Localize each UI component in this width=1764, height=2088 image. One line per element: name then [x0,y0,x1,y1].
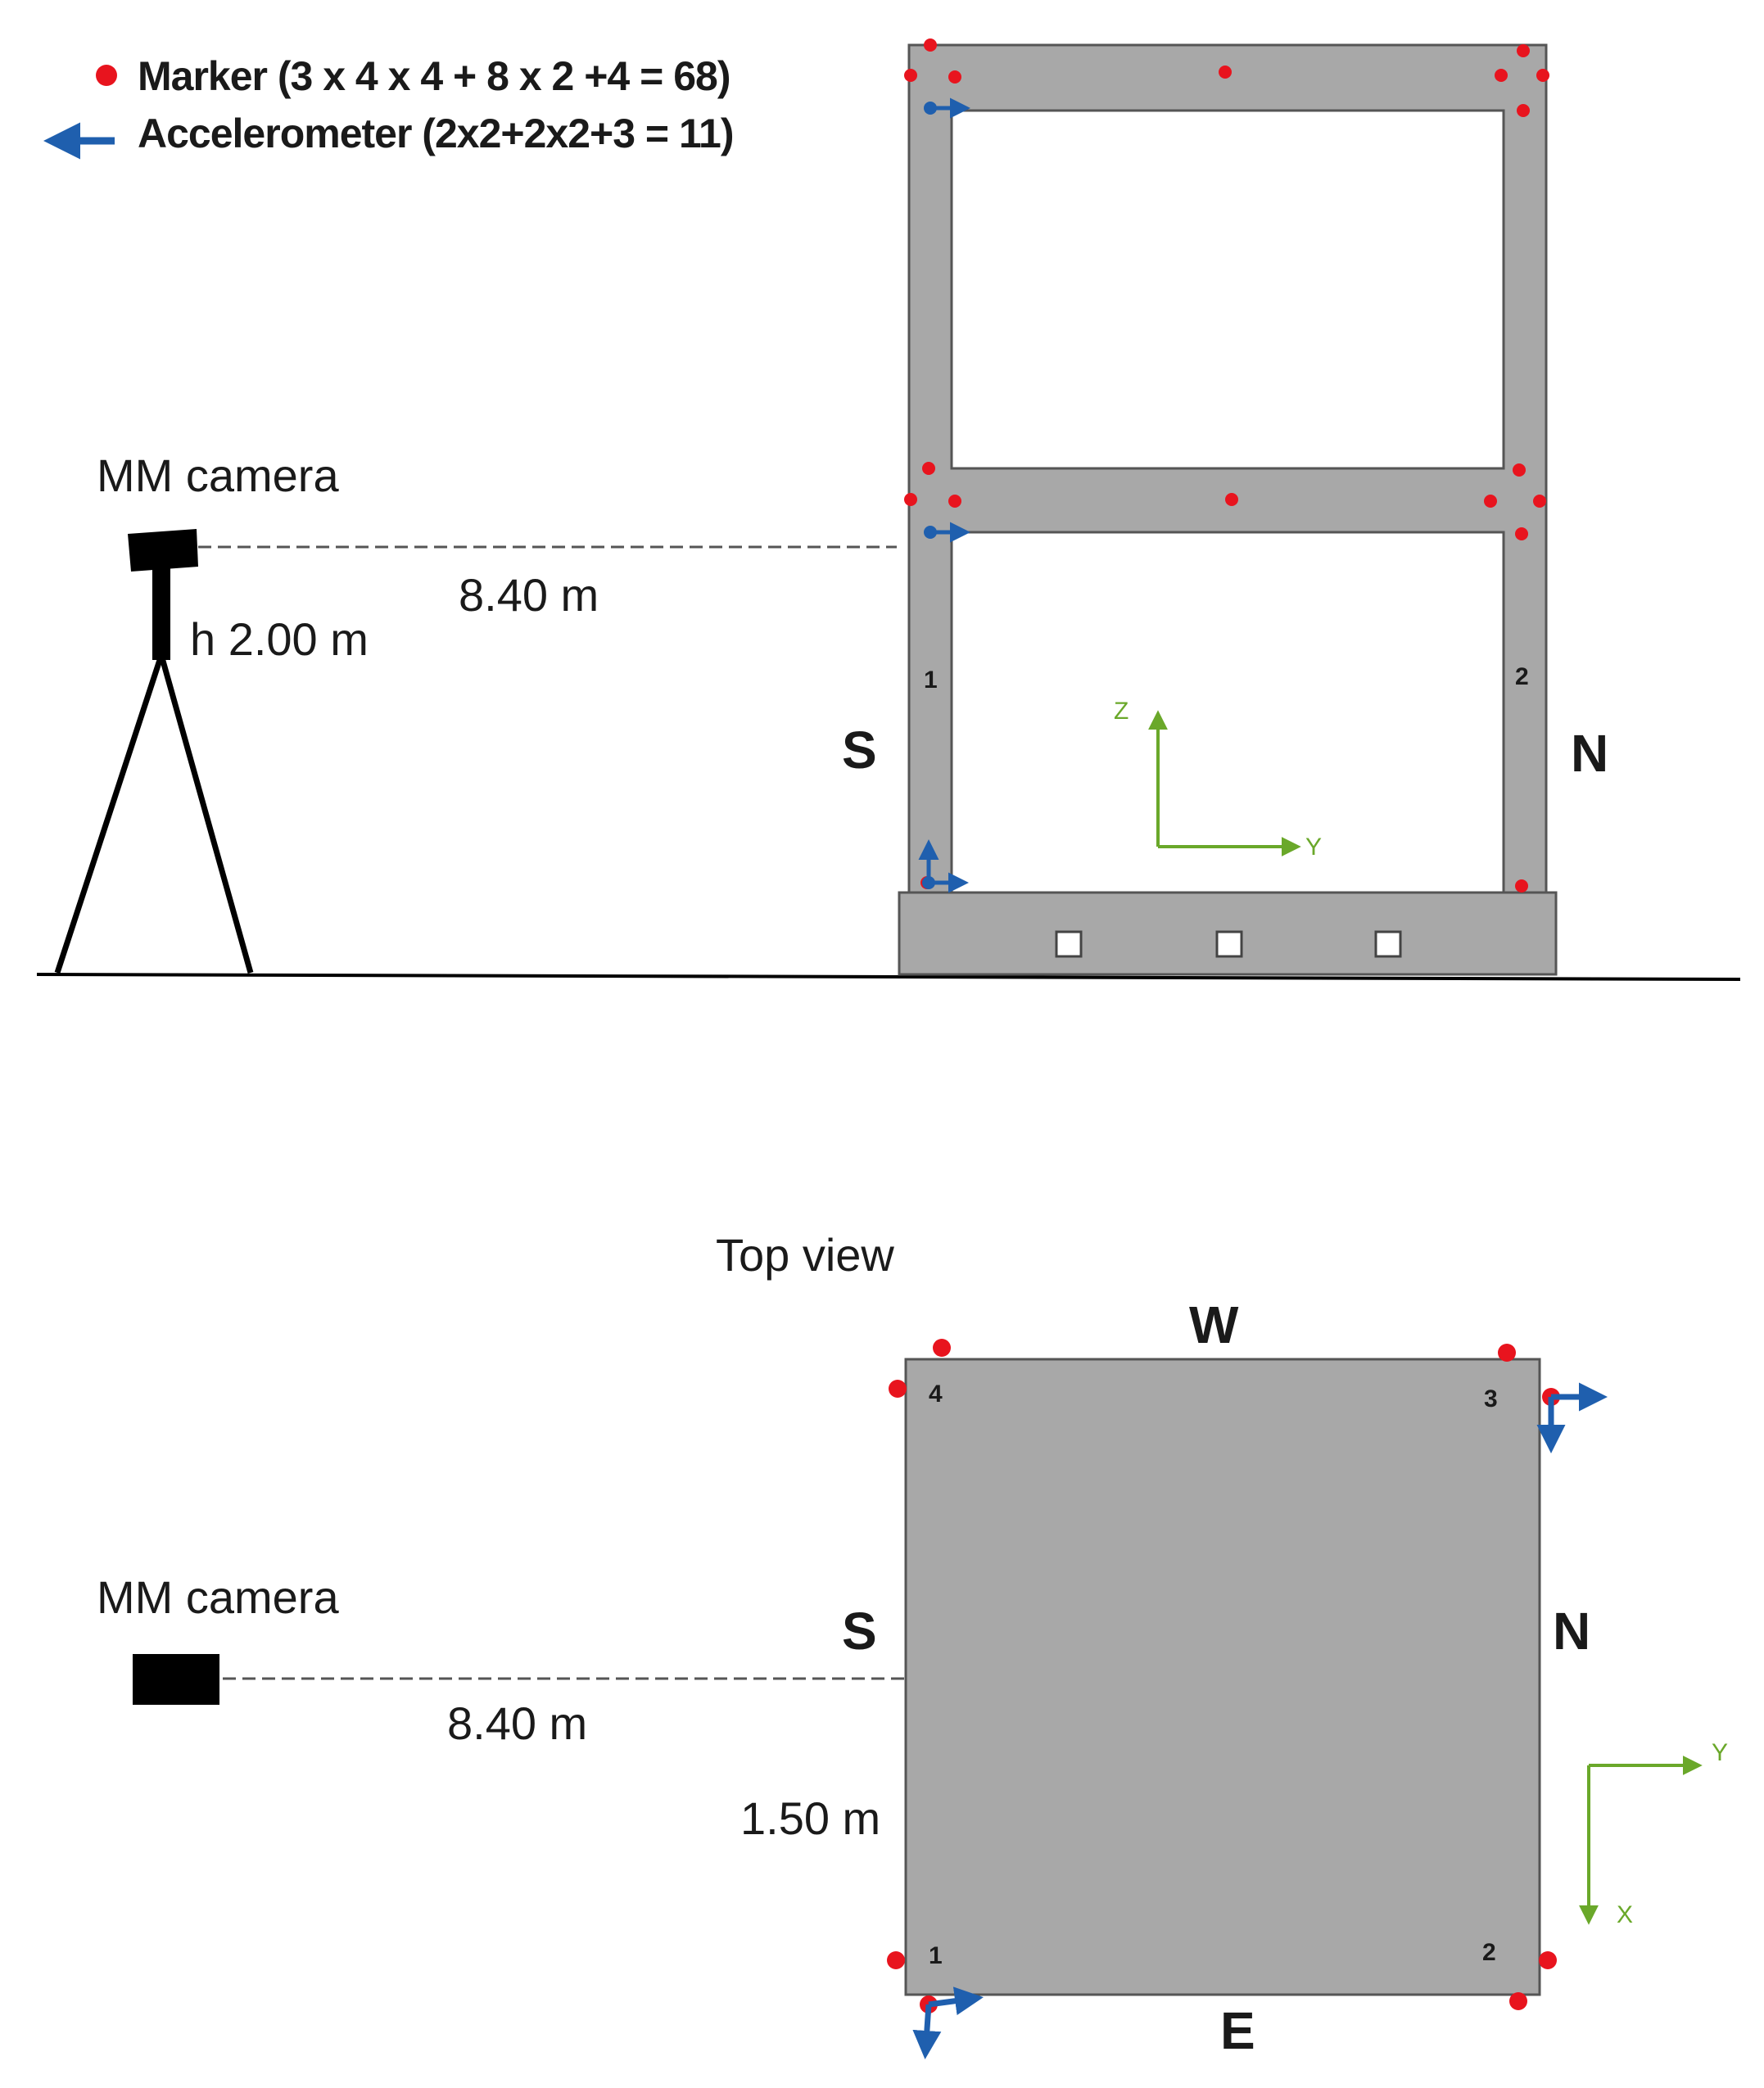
marker-dot [1498,1344,1516,1362]
marker-dot [1517,44,1530,57]
corner-number-2: 2 [1482,1939,1496,1966]
marker-dot [1225,493,1238,506]
side-north-label: N [1571,724,1608,783]
marker-dot [1495,69,1508,82]
legend-marker-dot [96,65,117,86]
marker-dot [1509,1992,1527,2010]
marker-dot [1539,1951,1557,1969]
top-south-label: S [842,1602,877,1661]
foundation-opening [1215,930,1243,958]
marker-dot [1533,495,1546,508]
side-view: MM camera h 2.00 m 8.40 m [36,38,1741,981]
axis-y-label: Y [1305,834,1322,861]
top-view-title: Top view [716,1229,894,1281]
accelerometer-arrow-icon [928,1986,984,2016]
corner-number-4: 4 [929,1381,943,1408]
corner-number-1: 1 [929,1942,943,1969]
marker-dot [1484,495,1497,508]
top-axis-x-label: X [1617,1901,1633,1928]
legend-marker-label: Marker (3 x 4 x 4 + 8 x 2 +4 = 68) [138,53,730,99]
marker-dot [1517,104,1530,117]
column-number-2: 2 [1515,663,1529,690]
top-axes-icon [1579,1756,1703,1925]
side-accelerometers [918,97,970,893]
top-view-slab [904,1358,1541,1996]
marker-dot [933,1339,951,1357]
marker-dot [889,1380,907,1398]
marker-dot [922,462,935,475]
top-camera-icon [133,1654,219,1705]
top-offset-label: 1.50 m [740,1792,880,1844]
marker-dot [1515,879,1528,893]
two-storey-frame [907,43,1548,894]
top-accelerometers [912,1382,1608,2059]
marker-dot [924,38,937,52]
corner-number-3: 3 [1484,1385,1498,1412]
top-camera-label: MM camera [97,1571,339,1623]
legend-accelerometer-label: Accelerometer (2x2+2x2+3 = 11) [138,111,734,156]
marker-dot [1536,69,1549,82]
side-camera-label: MM camera [97,450,339,501]
column-number-1: 1 [924,667,938,694]
foundation-opening [1055,930,1083,958]
marker-dot [887,1951,905,1969]
marker-dot [1219,66,1232,79]
top-markers [887,1339,1560,2013]
top-view: Top view W E S N MM camera 8.40 m 1.50 m… [97,1229,1728,2060]
top-distance-label: 8.40 m [447,1697,587,1749]
marker-dot [904,493,917,506]
top-west-label: W [1189,1295,1239,1354]
side-markers [904,38,1549,893]
top-east-label: E [1220,2001,1255,2060]
marker-dot [1513,463,1526,477]
top-north-label: N [1553,1602,1590,1661]
tripod-camera-icon [54,529,254,974]
foundation-opening [1374,930,1402,958]
side-south-label: S [842,721,877,780]
marker-dot [904,69,917,82]
ground-line [36,973,1741,981]
marker-dot [948,70,961,84]
accelerometer-arrow-icon [912,2004,942,2059]
top-axis-y-label: Y [1712,1739,1728,1766]
side-axes-icon [1148,710,1301,856]
legend: Marker (3 x 4 x 4 + 8 x 2 +4 = 68) Accel… [43,53,735,160]
marker-dot [948,495,961,508]
axis-z-label: Z [1114,698,1129,725]
marker-dot [1515,527,1528,540]
side-distance-label: 8.40 m [459,569,599,621]
camera-height-label: h 2.00 m [190,613,369,665]
